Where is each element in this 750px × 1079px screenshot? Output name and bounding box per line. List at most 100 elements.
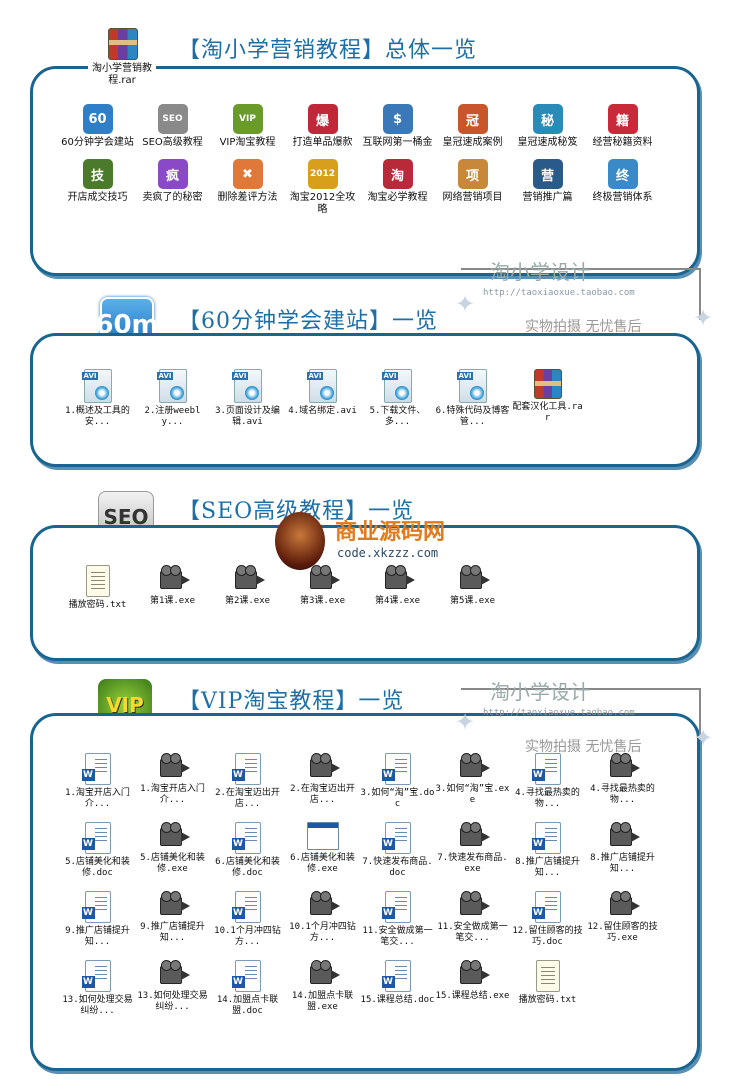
video-camera-icon [458, 565, 490, 593]
item-label: 5.店铺美化和装修.exe [140, 853, 205, 874]
folder-item[interactable]: 疯卖疯了的秘密 [135, 159, 210, 216]
file-item[interactable]: 12.留住顾客的技巧.exe [585, 891, 660, 948]
avi-file-icon: AVI [81, 369, 112, 403]
folder-item[interactable]: 爆打造单品爆款 [285, 104, 360, 149]
item-label: VIP淘宝教程 [219, 137, 276, 148]
file-item[interactable]: 第3课.exe [285, 565, 360, 611]
item-label: 配套汉化工具.rar [512, 402, 583, 423]
file-item[interactable]: 9.推广店铺提升知... [135, 891, 210, 948]
folder-item[interactable]: 项网络营销项目 [435, 159, 510, 216]
text-file-icon [85, 565, 110, 597]
file-item[interactable]: 播放密码.txt [60, 565, 135, 611]
file-item[interactable]: 11.安全做成第一笔交... [435, 891, 510, 948]
item-label: 4.寻找最热卖的物... [590, 784, 655, 805]
sparkle-icon: ✦ [455, 290, 476, 318]
video-camera-icon [158, 891, 190, 919]
folder-item[interactable]: 籍经营秘籍资料 [585, 104, 660, 149]
video-camera-icon [158, 753, 190, 781]
video-camera-icon [608, 891, 640, 919]
folder-item[interactable]: VIP VIP淘宝教程 [210, 104, 285, 149]
crazy-icon: 疯 [157, 159, 188, 189]
folder-item[interactable]: $互联网第一桶金 [360, 104, 435, 149]
watermark-url: http://taoxiaoxue.taobao.com [483, 708, 635, 718]
folder-item[interactable]: 淘淘宝必学教程 [360, 159, 435, 216]
file-item[interactable]: 2.在淘宝迈出开店... [285, 753, 360, 810]
word-doc-icon: W [231, 960, 261, 992]
sparkle-icon: ✦ [455, 708, 476, 736]
text-file-icon [535, 960, 560, 992]
file-item[interactable]: 15.课程总结.exe [435, 960, 510, 1017]
video-camera-icon [308, 891, 340, 919]
item-label: 播放密码.txt [68, 600, 127, 610]
avi-file-icon: AVI [306, 369, 337, 403]
file-item[interactable]: 13.如何处理交易纠纷... [135, 960, 210, 1017]
video-camera-icon [458, 891, 490, 919]
file-item[interactable]: 5.店铺美化和装修.exe [135, 822, 210, 879]
folder-item[interactable]: 冠皇冠速成案例 [435, 104, 510, 149]
promote-icon: 营 [532, 159, 563, 189]
folder-item[interactable]: 营营销推广篇 [510, 159, 585, 216]
crown-case-icon: 冠 [457, 104, 488, 134]
item-label: 9.推广店铺提升知... [140, 922, 205, 943]
file-item[interactable]: 第1课.exe [135, 565, 210, 611]
file-item[interactable]: 8.推广店铺提升知... [585, 822, 660, 879]
item-label: 15.课程总结.doc [360, 995, 435, 1005]
60m-icon: 60 [82, 104, 113, 134]
seo-section: SEO 【SEO高级教程】一览 播放密码.txt第1课.exe第2课.exe第3… [0, 485, 750, 665]
stamp-avatar-icon [275, 512, 325, 570]
item-label: 1.淘宝开店入门介... [65, 788, 130, 809]
file-item[interactable]: 10.1个月冲四钻方... [285, 891, 360, 948]
item-label: 10.1个月冲四钻方... [214, 926, 281, 947]
file-item[interactable]: 第2课.exe [210, 565, 285, 611]
archive-icon[interactable] [108, 28, 138, 60]
file-item[interactable]: 6.店铺美化和装修.exe [285, 822, 360, 879]
folder-item[interactable]: 技开店成交技巧 [60, 159, 135, 216]
site-title: 【60分钟学会建站】一览 [178, 309, 438, 334]
file-item[interactable]: 第4课.exe [360, 565, 435, 611]
folder-item[interactable]: 终终极营销体系 [585, 159, 660, 216]
file-item[interactable]: 播放密码.txt [510, 960, 585, 1017]
file-item[interactable]: 1.淘宝开店入门介... [135, 753, 210, 810]
folder-item[interactable]: ✖删除差评方法 [210, 159, 285, 216]
folder-item[interactable]: 秘皇冠速成秘笈 [510, 104, 585, 149]
file-item[interactable]: 第5课.exe [435, 565, 510, 611]
vip-icon: VIP [232, 104, 263, 134]
item-label: 5.店铺美化和装修.doc [65, 857, 130, 878]
file-item[interactable]: 3.如何“淘”宝.exe [435, 753, 510, 810]
item-label: 7.快速发布商品.exe [437, 853, 508, 874]
file-item[interactable]: 14.加盟点卡联盟.exe [285, 960, 360, 1017]
file-item[interactable]: 7.快速发布商品.exe [435, 822, 510, 879]
stamp-title: 商业源码网 [335, 520, 446, 545]
file-item[interactable]: 4.寻找最热卖的物... [585, 753, 660, 810]
word-doc-icon: W [231, 753, 261, 785]
item-label: 打造单品爆款 [292, 137, 353, 148]
file-item[interactable]: 配套汉化工具.rar [510, 369, 585, 428]
sparkle-icon: ✦ [693, 304, 714, 332]
